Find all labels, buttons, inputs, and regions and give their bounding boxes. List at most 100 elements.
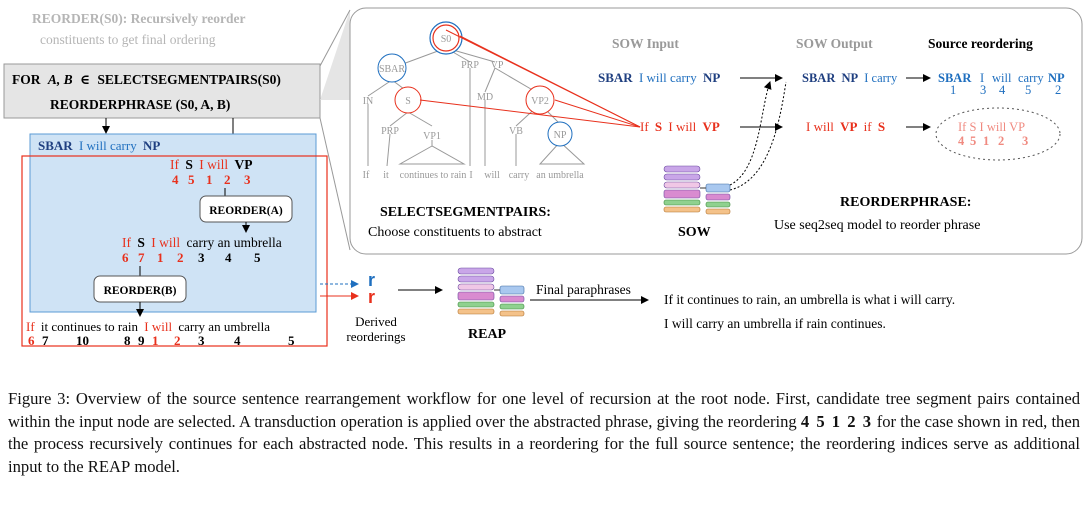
caption-part1: Figure 3: Overview of the source sentenc… [8,389,1080,431]
final-paraphrases-label: Final paraphrases [536,282,631,297]
svg-text:7: 7 [138,250,145,265]
caption-part2: for the case shown in red, then the proc… [8,411,1081,476]
sbar-head: SBAR I will carry NP [38,138,160,153]
svg-text:6: 6 [28,333,35,348]
svg-text:2: 2 [998,134,1004,148]
svg-text:2: 2 [174,333,181,348]
svg-text:9: 9 [138,333,145,348]
svg-text:I: I [980,71,984,85]
paraphrase-1: If it continues to rain, an umbrella is … [664,292,955,307]
svg-text:will: will [484,170,500,181]
svg-text:I: I [469,170,472,181]
reorder-phrase-sub: Use seq2seq model to reorder phrase [774,218,980,233]
svg-text:PRP: PRP [461,60,479,71]
svg-text:carry: carry [1018,71,1044,85]
svg-text:5: 5 [1025,83,1031,97]
svg-text:will: will [992,71,1012,85]
paraphrase-2: I will carry an umbrella if rain continu… [664,316,886,331]
svg-text:1: 1 [152,333,159,348]
row2-source-text: If S I will VP [958,120,1025,134]
svg-text:1: 1 [950,83,956,97]
svg-text:MD: MD [477,92,493,103]
s-box [21,155,328,347]
svg-text:3: 3 [198,333,205,348]
svg-text:6: 6 [122,250,129,265]
reorder-a-label: REORDER(A) [209,205,283,217]
svg-text:3: 3 [198,250,205,265]
row2-input: If S I will VP [640,119,720,134]
row1-input: SBAR I will carry NP [598,70,720,85]
svg-text:3: 3 [980,83,986,97]
svg-text:7: 7 [42,333,49,348]
svg-text:SBAR: SBAR [379,64,405,75]
svg-text:4: 4 [999,83,1006,97]
svg-text:continues to rain: continues to rain [400,170,467,181]
svg-text:SBAR: SBAR [938,71,972,85]
svg-text:3: 3 [1022,134,1028,148]
row1-output: SBAR NP I carry [802,71,898,85]
svg-text:2: 2 [224,172,231,187]
caption-reap: REAP [87,456,131,476]
svg-text:PRP: PRP [381,126,399,137]
reorder-phrase-title: REORDERPHRASE: [840,195,971,210]
svg-text:4: 4 [225,250,232,265]
step3-tokens: If it continues to rain I will carry an … [26,319,270,334]
svg-text:NP: NP [1048,71,1065,85]
r-label-blue: r [368,270,375,290]
svg-text:10: 10 [76,333,89,348]
row2-source-ellipse [935,107,1061,161]
caption-bold-indices: 4 5 1 2 3 [800,411,873,431]
sow-output-header: SOW Output [796,36,873,51]
svg-text:4: 4 [958,134,965,148]
figure-caption: Figure 3: Overview of the source sentenc… [8,388,1080,478]
svg-text:an umbrella: an umbrella [536,170,584,181]
reap-label: REAP [468,327,507,342]
step2-indices: 6 7 1 2 3 4 5 [122,250,261,265]
svg-text:8: 8 [124,333,131,348]
for-box [3,63,321,119]
reap-model-icon [457,267,525,317]
svg-text:VB: VB [509,126,523,137]
svg-text:5: 5 [288,333,295,348]
source-reordering-header: Source reordering [928,36,1033,51]
step2-tokens: If S I will carry an umbrella [122,235,282,250]
row1-source: SBAR I will carry NP 1 3 4 5 2 [938,71,1065,97]
svg-text:VP1: VP1 [423,131,441,142]
svg-text:VP2: VP2 [531,96,549,107]
for-line2: REORDERPHRASE (S0, A, B) [50,97,230,112]
for-line1: FOR A, B ∈ SELECTSEGMENTPAIRS(S0) [12,72,281,87]
svg-text:IN: IN [363,96,374,107]
reorder-title: REORDER(S0): Recursively reorder [32,11,245,26]
svg-text:1: 1 [157,250,164,265]
svg-text:S0: S0 [441,34,452,45]
step3-indices: 6 7 10 8 9 1 2 3 4 5 [28,333,295,348]
caption-part3: model. [134,456,180,476]
svg-text:1: 1 [206,172,213,187]
svg-text:If: If [363,170,370,181]
svg-text:5: 5 [188,172,195,187]
svg-text:1: 1 [983,134,989,148]
reorder-b-label: REORDER(B) [104,285,177,297]
svg-text:3: 3 [244,172,251,187]
reorderings-label: reorderings [346,329,405,344]
svg-text:5: 5 [970,134,976,148]
svg-text:carry: carry [509,170,530,181]
step1-indices: 4 5 1 2 3 [172,172,251,187]
row2-output: I will VP if S [806,119,885,134]
svg-text:VP: VP [491,60,504,71]
step1-tokens: If S I will VP [170,157,253,172]
svg-text:NP: NP [554,130,567,141]
parse-tree: S0 SBAR PRP VP IN S MD VP2 PRP VP1 VB NP… [363,21,586,181]
svg-text:2: 2 [177,250,184,265]
sow-label: SOW [678,225,711,240]
derived-label: Derived [355,314,397,329]
detail-panel [349,7,1083,255]
svg-text:4: 4 [234,333,241,348]
sow-model-icon [663,165,731,215]
svg-text:2: 2 [1055,83,1061,97]
svg-text:S: S [405,96,411,107]
row2-source-indices: 4 5 1 2 3 [958,134,1028,148]
svg-text:it: it [383,170,389,181]
svg-text:5: 5 [254,250,261,265]
